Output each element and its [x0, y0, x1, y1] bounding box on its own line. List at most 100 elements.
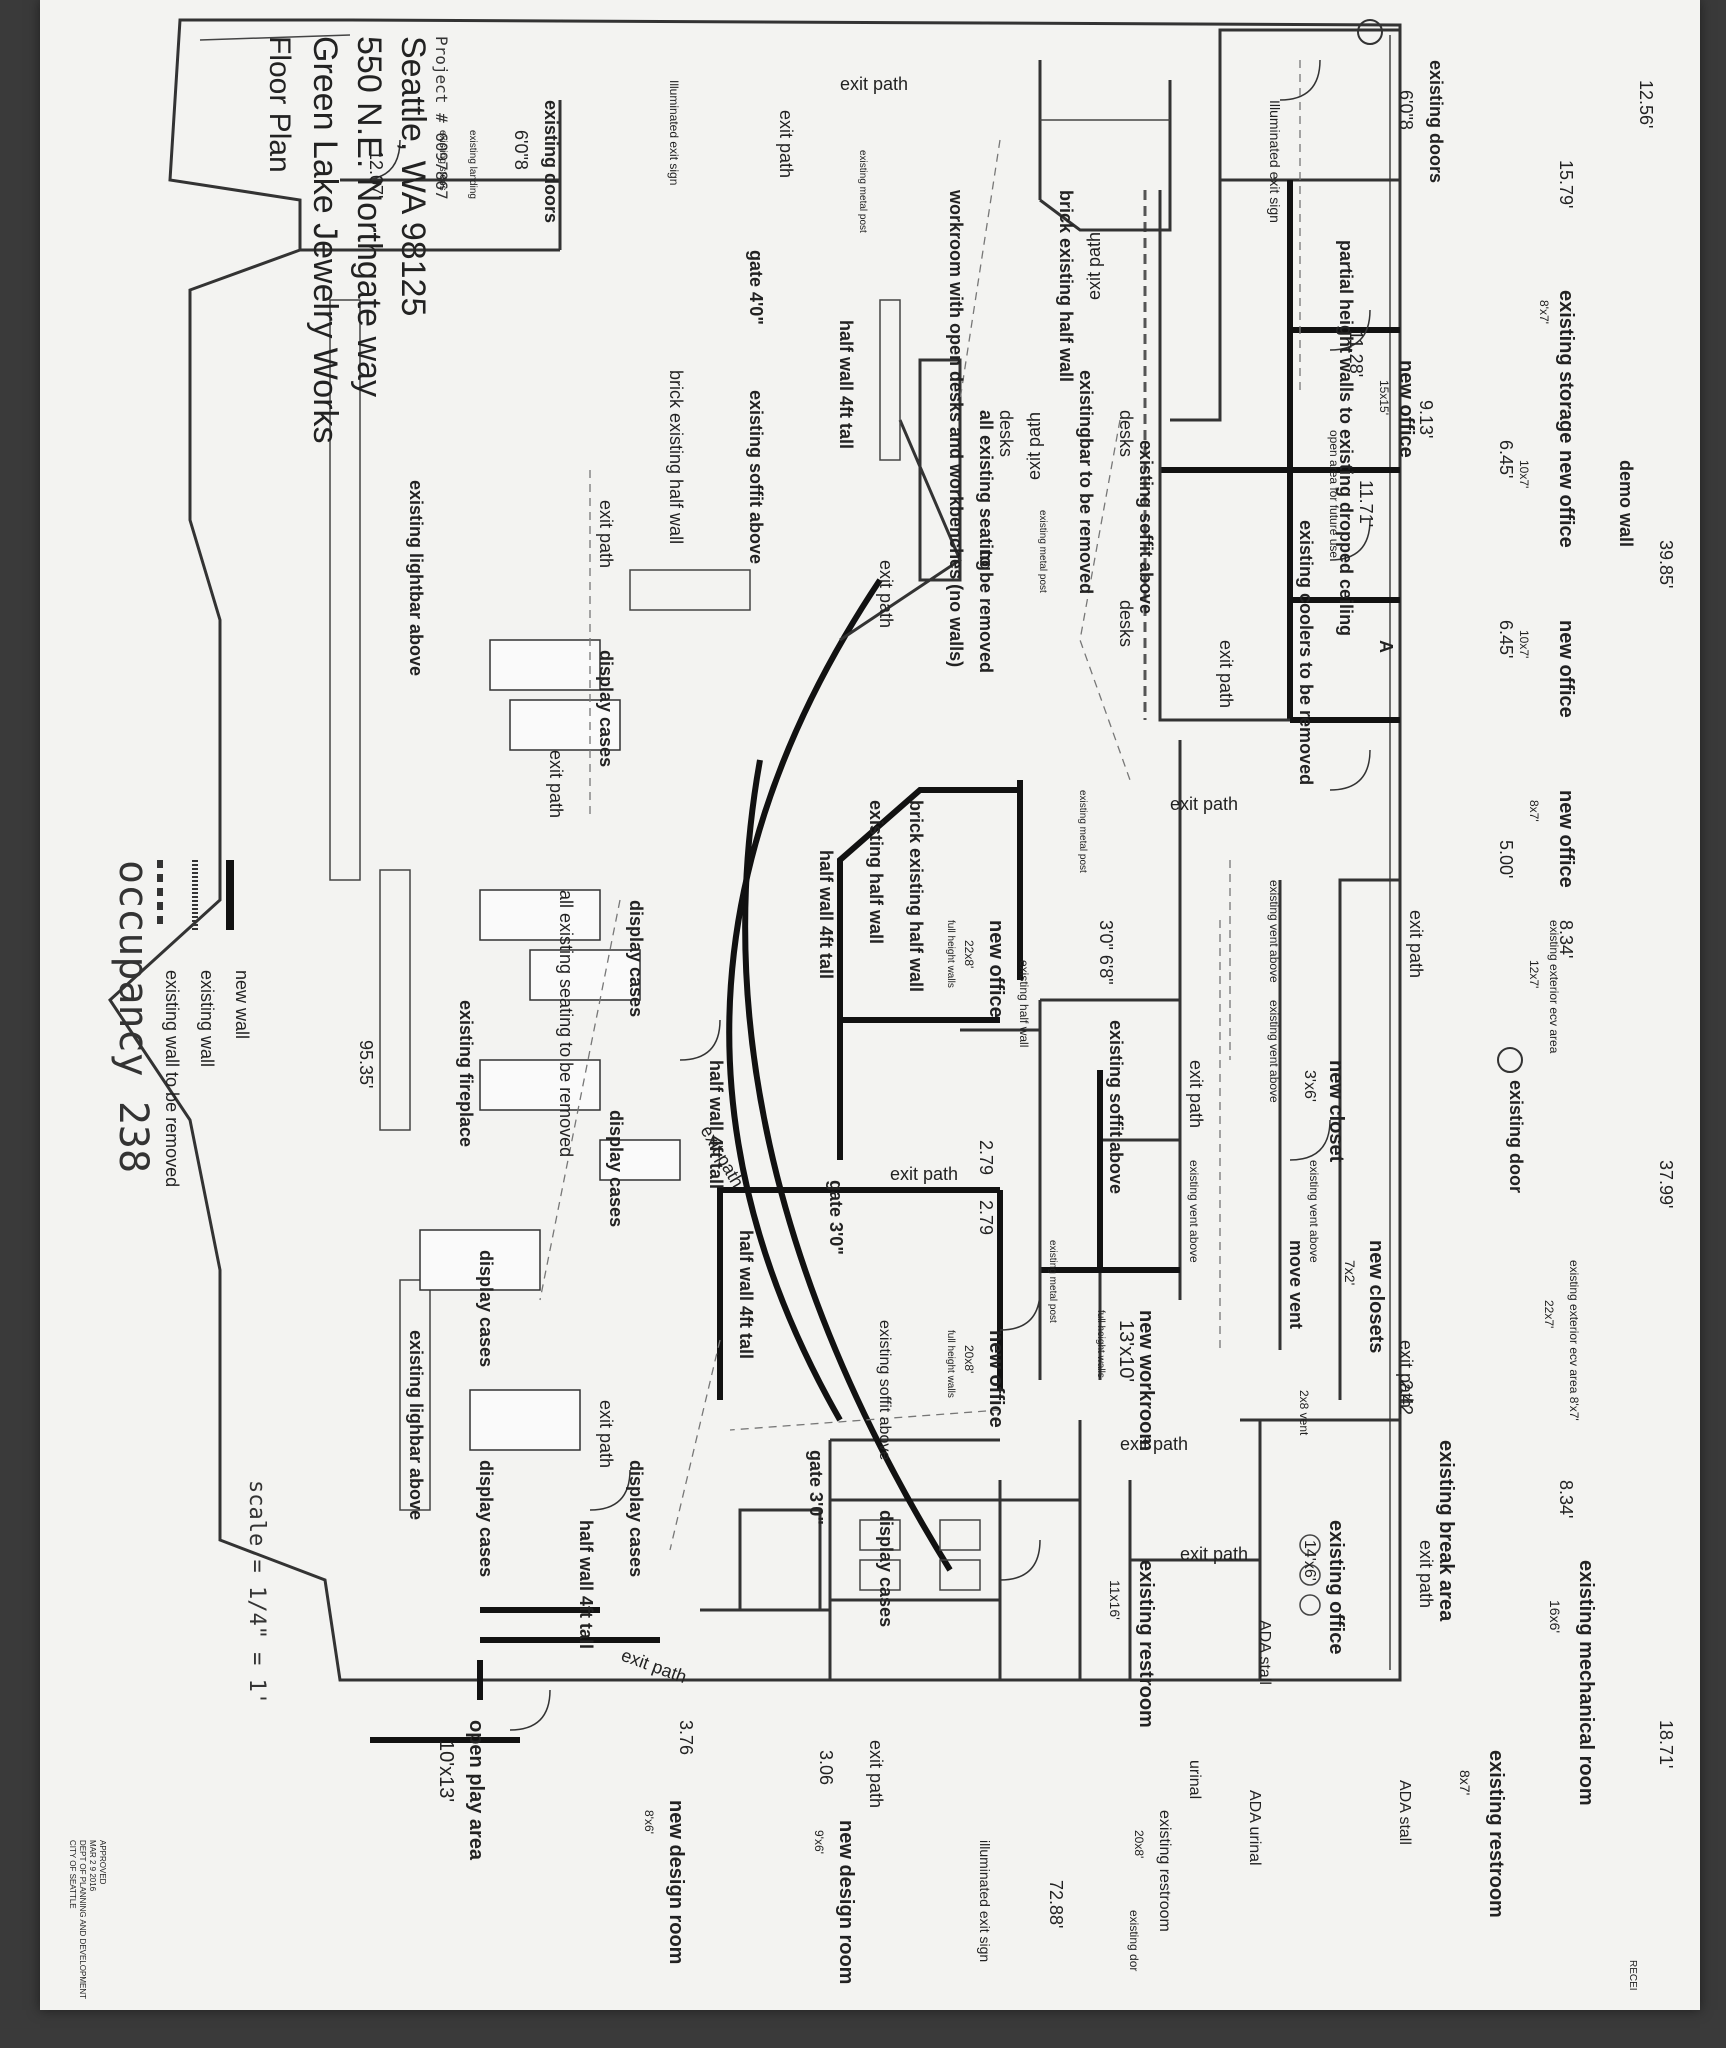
door-swings: [359, 59, 1371, 1731]
svg-text:11.71': 11.71': [1356, 480, 1376, 527]
svg-text:8'x6': 8'x6': [642, 1810, 656, 1834]
svg-text:existing soffit above: existing soffit above: [876, 1320, 893, 1460]
svg-text:MAR 2 9 2016: MAR 2 9 2016: [88, 1840, 97, 1892]
svg-text:22x8': 22x8': [962, 940, 976, 968]
svg-text:existing soffit above: existing soffit above: [1136, 440, 1156, 614]
svg-text:exit path: exit path: [1180, 1544, 1248, 1564]
svg-text:existing doors: existing doors: [541, 100, 561, 223]
city-address: Seattle, WA 98125: [394, 36, 432, 316]
svg-text:exit path: exit path: [1084, 232, 1104, 300]
svg-text:gate 4'0": gate 4'0": [746, 250, 766, 325]
svg-text:desks: desks: [996, 410, 1016, 457]
svg-text:exit path: exit path: [546, 750, 566, 818]
svg-text:Illuminated exit sign: Illuminated exit sign: [667, 80, 681, 185]
svg-text:display cases: display cases: [626, 900, 646, 1017]
exit-paths: [539, 60, 1301, 1551]
exterior-wall: [108, 18, 1402, 1682]
svg-text:desks: desks: [1116, 410, 1136, 457]
plan-notes: demo wall existing doors 6'0"8 existing …: [406, 60, 1636, 1971]
svg-text:10x7': 10x7': [1517, 460, 1531, 488]
svg-text:2.42: 2.42: [1396, 1380, 1416, 1415]
svg-text:RECEI: RECEI: [1627, 1960, 1638, 1991]
svg-text:full height walls: full height walls: [945, 920, 956, 988]
svg-text:new design room: new design room: [835, 1820, 857, 1984]
svg-text:new office: new office: [1555, 790, 1577, 888]
svg-text:8x7': 8x7': [1457, 1770, 1473, 1795]
entry-vestibule-top: [1218, 28, 1402, 182]
svg-text:exit path: exit path: [596, 1400, 616, 1468]
svg-text:existing storage: existing storage: [1555, 290, 1577, 443]
occupancy-note: occupancy 238: [110, 860, 156, 1173]
svg-text:6'0"8: 6'0"8: [511, 130, 531, 170]
svg-text:8.34': 8.34': [1556, 920, 1576, 958]
svg-text:new office: new office: [985, 920, 1007, 1018]
svg-text:half wall 4ft tall: half wall 4ft tall: [576, 1520, 596, 1649]
svg-text:existing fireplace: existing fireplace: [456, 1000, 476, 1147]
svg-text:exit path: exit path: [1186, 1060, 1206, 1128]
svg-text:10'x13': 10'x13': [435, 1740, 457, 1802]
svg-text:existing half wall: existing half wall: [1017, 960, 1031, 1047]
svg-text:gate 3'0": gate 3'0": [826, 1180, 846, 1255]
svg-text:ADA stall: ADA stall: [1256, 1620, 1273, 1685]
svg-text:8'x7': 8'x7': [1537, 300, 1551, 324]
svg-text:new closets: new closets: [1365, 1240, 1387, 1353]
project-number: Project # 6097867: [432, 36, 451, 200]
business-name: Green Lake Jewelry Works: [306, 36, 344, 444]
mechanical-room-label: existing mechanical room: [1575, 1560, 1597, 1806]
svg-text:exit path: exit path: [1170, 794, 1238, 814]
svg-text:14'x6': 14'x6': [1301, 1540, 1318, 1581]
svg-text:existing vent above: existing vent above: [1267, 1000, 1281, 1103]
svg-text:full height walls: full height walls: [945, 1330, 956, 1398]
svg-text:all existing seating: all existing seating: [976, 410, 996, 571]
svg-text:3'x6': 3'x6': [1301, 1070, 1318, 1102]
legend-remove-wall-label: existing wall to be removed: [162, 970, 182, 1187]
svg-text:existing vent above: existing vent above: [1267, 880, 1281, 983]
street-address: 550 N.E. Northgate way: [350, 36, 388, 397]
svg-text:new office: new office: [1395, 360, 1417, 458]
svg-text:existing half wall: existing half wall: [866, 800, 886, 944]
plan-title: Floor Plan: [263, 36, 296, 173]
svg-text:7x2': 7x2': [1342, 1260, 1358, 1285]
svg-text:illuminated exit sign: illuminated exit sign: [977, 1840, 993, 1962]
svg-text:DEPT OF PLANNING AND DEVELOPME: DEPT OF PLANNING AND DEVELOPMENT: [78, 1840, 87, 1999]
svg-text:8.34': 8.34': [1556, 1480, 1576, 1518]
svg-text:existing metal post: existing metal post: [1077, 790, 1088, 873]
svg-text:existing door: existing door: [1506, 1080, 1526, 1193]
svg-text:existing metal post: existing metal post: [1037, 510, 1048, 593]
approval-stamp: CITY OF SEATTLE DEPT OF PLANNING AND DEV…: [68, 1840, 107, 1999]
svg-text:12.56': 12.56': [1636, 80, 1656, 128]
svg-text:new office: new office: [985, 1330, 1007, 1428]
break-area-label: existing break area: [1435, 1440, 1457, 1622]
svg-text:existing vent above: existing vent above: [1187, 1160, 1201, 1263]
office-22x8-walls: [837, 787, 1020, 1160]
svg-text:exit path: exit path: [840, 74, 908, 94]
svg-text:CITY OF SEATTLE: CITY OF SEATTLE: [68, 1840, 77, 1909]
svg-text:12x7': 12x7': [1527, 960, 1541, 988]
svg-text:existing dor: existing dor: [1127, 1910, 1141, 1971]
svg-text:exit path: exit path: [596, 500, 616, 568]
svg-text:existing soffit above: existing soffit above: [1106, 1020, 1126, 1194]
svg-text:A: A: [1376, 640, 1396, 653]
svg-text:display cases: display cases: [476, 1250, 496, 1367]
svg-text:existing coolers to be removed: existing coolers to be removed: [1296, 520, 1316, 785]
svg-text:all existing seating to be rem: all existing seating to be removed: [556, 890, 576, 1157]
received-stamp: RECEI: [1627, 1960, 1638, 1991]
title-block: Floor Plan Green Lake Jewelry Works 550 …: [263, 36, 451, 444]
svg-text:APPROVED: APPROVED: [98, 1840, 107, 1885]
svg-text:display cases: display cases: [476, 1460, 496, 1577]
svg-text:new design room: new design room: [665, 1800, 687, 1964]
svg-text:new workroom: new workroom: [1135, 1310, 1157, 1451]
svg-text:exit path: exit path: [1416, 1540, 1436, 1608]
svg-text:existing metal post: existing metal post: [1047, 1240, 1058, 1323]
restroom-b-label: existing restroom: [1135, 1560, 1157, 1728]
svg-text:exit path: exit path: [876, 560, 896, 628]
curved-half-wall-inner: [726, 578, 883, 1422]
restroom-a-label: existing restroom: [1485, 1750, 1507, 1918]
svg-text:existing vent above: existing vent above: [1307, 1160, 1321, 1263]
svg-text:95.35': 95.35': [356, 1040, 376, 1088]
svg-text:existing exterior ecv area 8'x: existing exterior ecv area 8'x7': [1567, 1260, 1581, 1421]
svg-text:open area for future use: open area for future use: [1327, 430, 1341, 558]
svg-text:new closet: new closet: [1325, 1060, 1347, 1163]
svg-text:brick existing half wall: brick existing half wall: [906, 800, 926, 992]
svg-text:6.45': 6.45': [1496, 440, 1516, 478]
